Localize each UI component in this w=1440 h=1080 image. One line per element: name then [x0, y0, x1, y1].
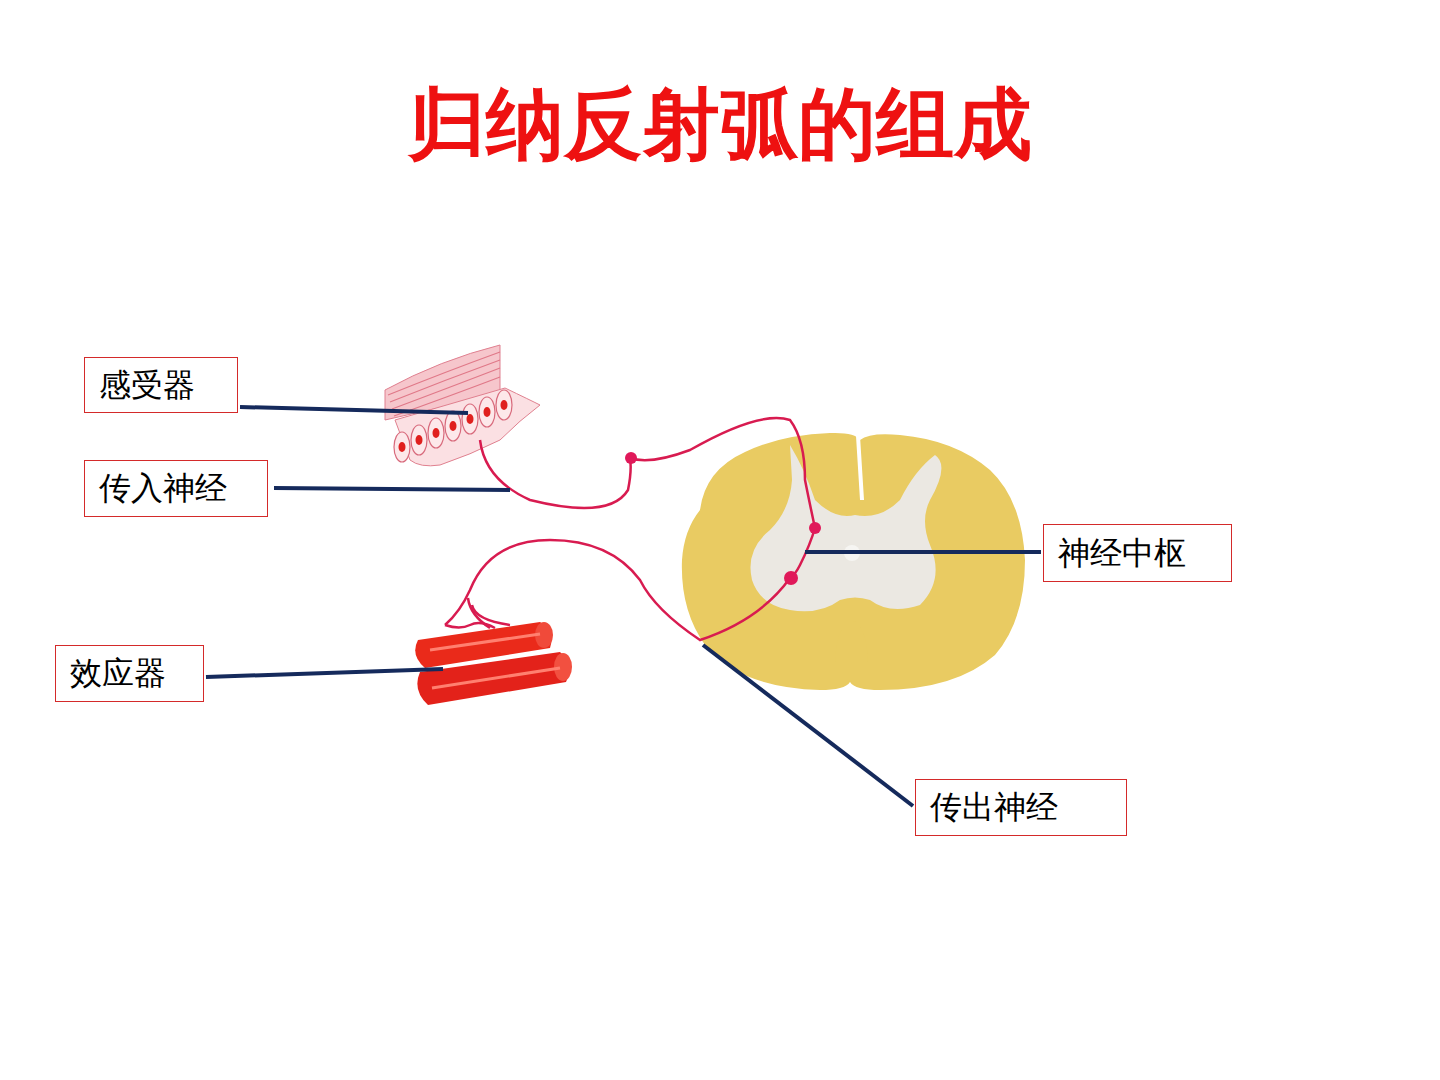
nerve-fibres — [445, 418, 815, 640]
receptor-tissue — [385, 345, 540, 466]
muscle-effector — [415, 622, 572, 705]
anterior-fissure — [835, 620, 868, 670]
spinal-cord — [682, 433, 1025, 690]
label-box: 传入神经 — [84, 460, 268, 517]
gray-matter — [750, 445, 941, 611]
leader-lines — [206, 407, 1041, 806]
label-text: 传出神经 — [930, 788, 1058, 826]
label-box: 感受器 — [84, 357, 238, 413]
label-box: 传出神经 — [915, 779, 1127, 836]
label-text: 传入神经 — [99, 469, 227, 507]
label-text: 感受器 — [99, 366, 195, 404]
label-text: 神经中枢 — [1058, 534, 1186, 572]
label-box: 神经中枢 — [1043, 524, 1232, 582]
posterior-fissure — [858, 436, 862, 500]
label-box: 效应器 — [55, 645, 204, 702]
label-text: 效应器 — [70, 654, 166, 692]
slide-title: 归纳反射弧的组成 — [0, 82, 1440, 168]
